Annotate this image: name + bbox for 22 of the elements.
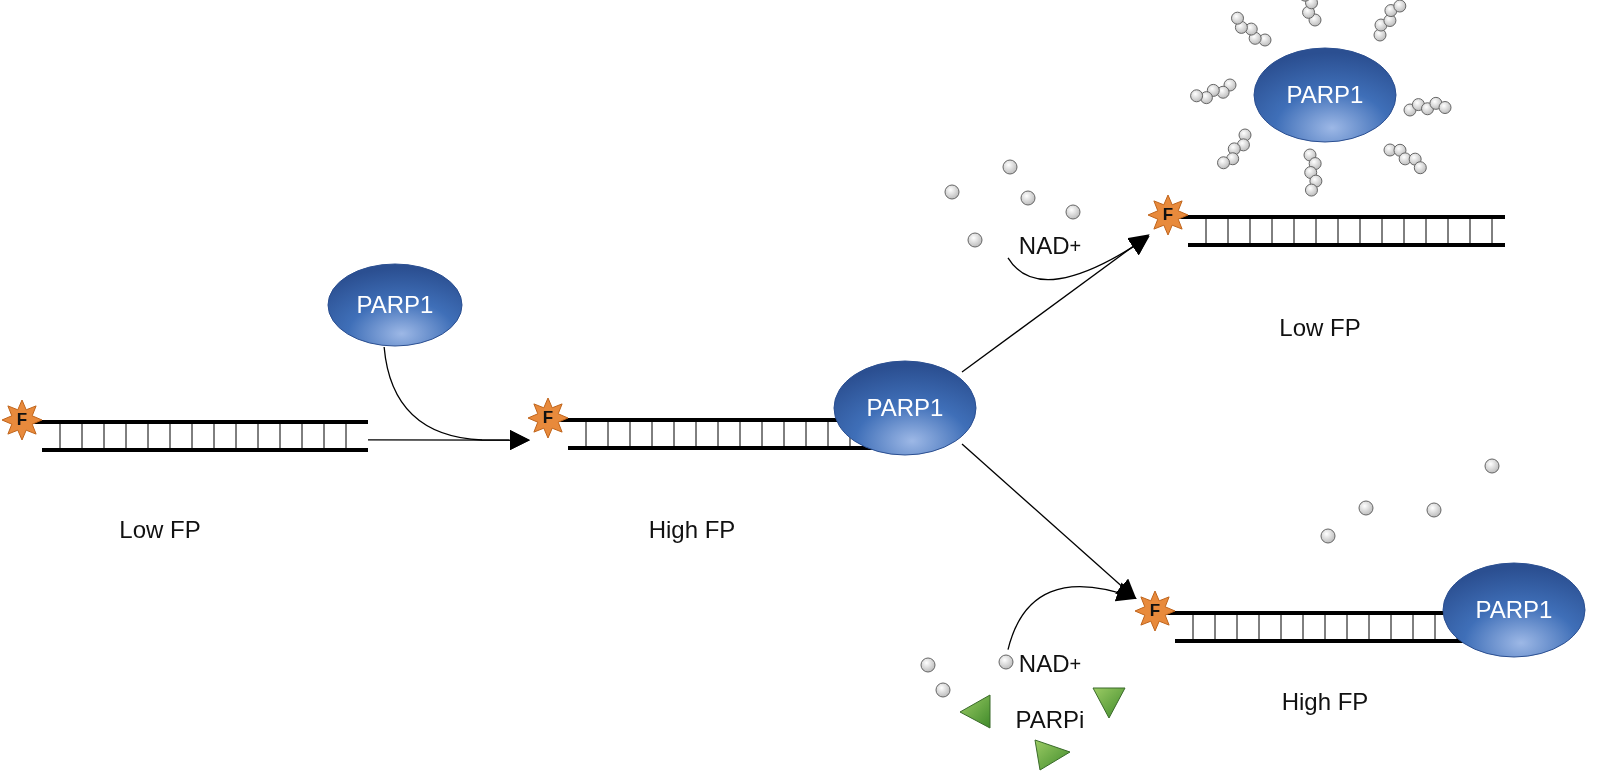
protein-ellipse: [833, 360, 977, 456]
dna-duplex: [2, 400, 368, 454]
fp-readout-label: High FP: [1281, 688, 1369, 716]
dna-duplex: [1148, 195, 1505, 249]
protein-label: PARP1: [866, 394, 944, 422]
protein-ellipse: [1442, 562, 1586, 658]
fp-readout-label: Low FP: [1279, 314, 1361, 342]
protein-ellipse: [327, 263, 463, 347]
fluorophore-star: F: [2, 400, 42, 440]
fp-readout-label: High FP: [648, 516, 736, 544]
fp-readout-label: Low FP: [119, 516, 201, 544]
fluorophore-star: F: [1135, 591, 1175, 631]
protein-label: PARP1: [356, 291, 434, 319]
protein-ellipse: [1253, 47, 1397, 143]
arrow: [1007, 583, 1137, 651]
protein-label: PARP1: [1286, 81, 1364, 109]
arrow: [367, 430, 530, 451]
fluorophore-star: F: [1148, 195, 1188, 235]
reagent-label: PARPi: [1008, 702, 1092, 738]
arrow: [1007, 236, 1150, 281]
protein-label: PARP1: [1475, 596, 1553, 624]
arrow: [961, 234, 1150, 373]
